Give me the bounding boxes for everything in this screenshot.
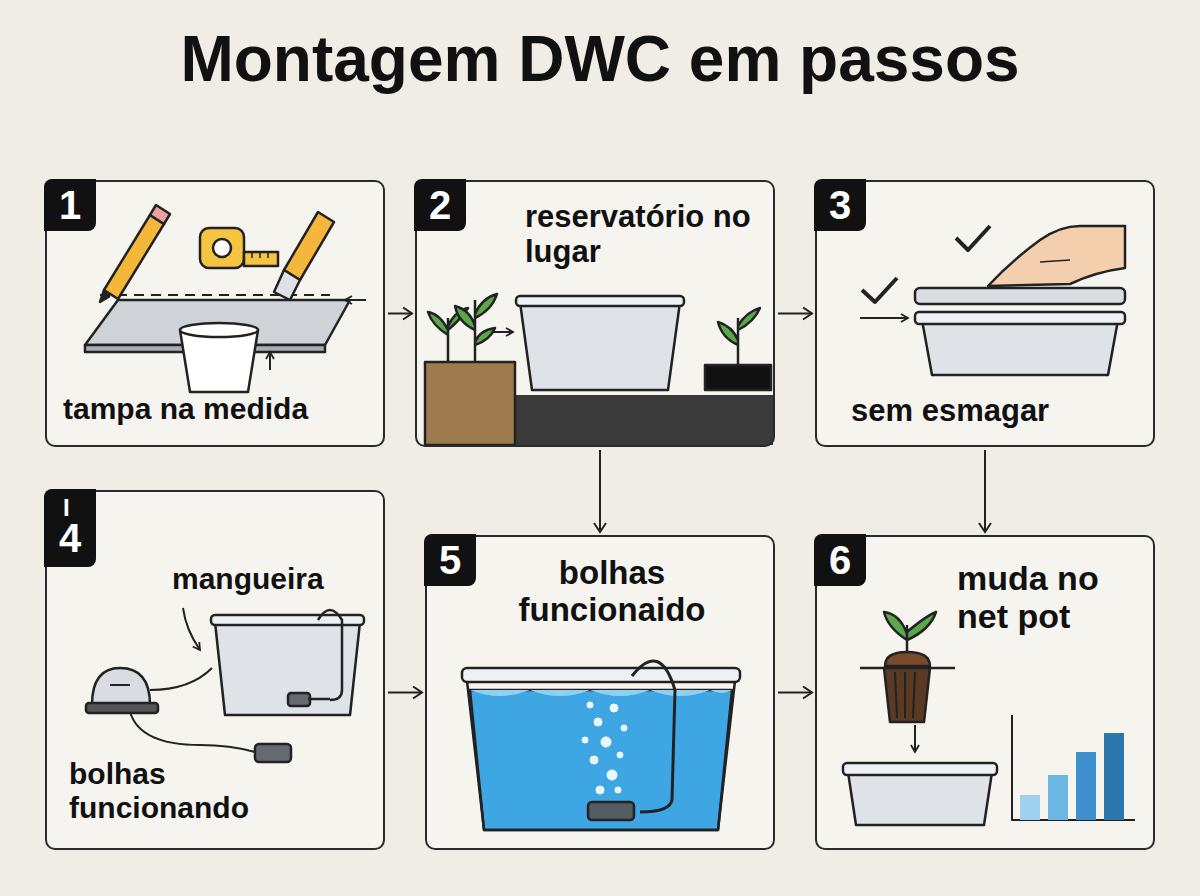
step-caption: mangueira <box>172 562 372 596</box>
step-number: 3 <box>814 179 866 231</box>
step-number: 5 <box>424 534 476 586</box>
step-caption: reservatório no lugar <box>525 200 765 269</box>
flow-arrow <box>388 313 412 315</box>
diagram-title: Montagem DWC em passos <box>0 22 1200 96</box>
step-caption: muda no net pot <box>957 559 1147 635</box>
step-number: 1 <box>44 179 96 231</box>
flow-arrow <box>984 450 986 532</box>
step-caption: bolhas funcionando <box>69 757 309 824</box>
badge-tick: I <box>63 494 70 522</box>
step-panel: 3 sem esmagar <box>815 180 1155 447</box>
panel1-art <box>85 205 366 392</box>
step-panel: 5 bolhas funcionaido <box>425 535 775 850</box>
step-panel: 2 reservatório no lugar <box>415 180 775 447</box>
flow-arrow <box>388 692 422 694</box>
step-number: 6 <box>814 534 866 586</box>
step-caption: sem esmagar <box>851 394 1141 429</box>
panel4-art <box>86 608 364 762</box>
flow-arrow <box>599 450 601 532</box>
panel5-art <box>462 661 740 830</box>
panel2-art <box>425 294 773 445</box>
step-panel: 4 mangueira bolhas funcionando <box>45 490 385 850</box>
panel6-art <box>843 612 1135 825</box>
step-number: 2 <box>414 179 466 231</box>
step-panel: 6 muda no net pot <box>815 535 1155 850</box>
flow-arrow <box>778 313 812 315</box>
step-caption: bolhas funcionaido <box>507 555 717 629</box>
step-number: 4 <box>44 489 96 567</box>
flow-arrow <box>778 692 812 694</box>
panel3-art <box>860 226 1125 375</box>
step-panel: 1 tampa na medida <box>45 180 385 447</box>
step-caption: tampa na medida <box>63 392 373 426</box>
